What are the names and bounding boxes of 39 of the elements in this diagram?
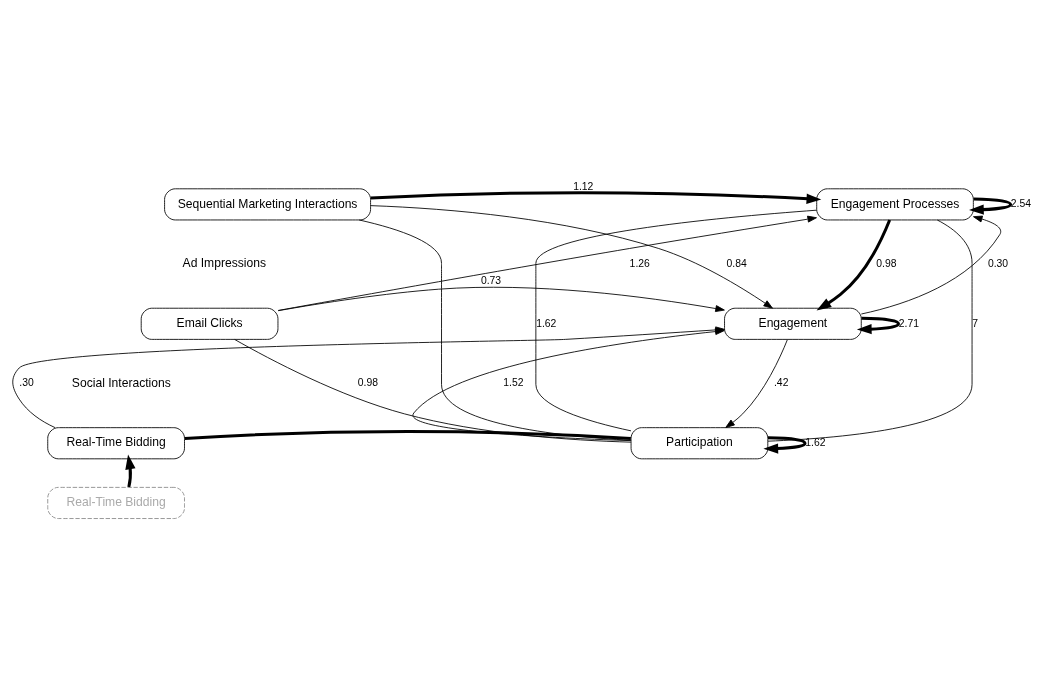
node-box: Engagement (724, 307, 862, 340)
connector (767, 219, 973, 442)
edge-label: 1.62 (805, 436, 826, 448)
connector (535, 209, 818, 432)
connector (234, 339, 632, 443)
arrow (370, 191, 822, 204)
arrow (816, 219, 892, 311)
edge-label: 7 (972, 317, 978, 329)
node-box: Participation (630, 427, 769, 460)
edge-label: 0.30 (987, 257, 1009, 269)
edge-label: 1.26 (629, 257, 650, 269)
edge-label: 2.54 (1010, 198, 1032, 210)
arrow (969, 197, 1013, 215)
edge-label: 0.73 (480, 275, 502, 287)
edge-label: 2.71 (898, 317, 919, 329)
arrow (125, 454, 136, 488)
edge-label: .30 (19, 377, 34, 389)
node-box: Real-Time Bidding (47, 427, 185, 460)
node-box: Email Clicks (140, 307, 279, 340)
edge-label: 1.52 (503, 377, 524, 389)
node-box: Sequential Marketing Interactions (164, 188, 371, 221)
arrow (860, 215, 1002, 315)
edge-label: 1.62 (536, 317, 557, 329)
arrow (763, 436, 807, 454)
connector (184, 430, 631, 440)
edge-label: .42 (774, 377, 789, 389)
arrow (370, 205, 773, 309)
arrow (856, 316, 900, 335)
edge-label: 1.12 (573, 180, 594, 192)
label: Ad Impressions (182, 256, 267, 271)
label: Social Interactions (71, 375, 171, 390)
arrow (725, 339, 788, 428)
node-box: Real-Time Bidding (47, 486, 185, 519)
arrow (277, 215, 817, 311)
edge-label: 0.98 (876, 257, 897, 269)
edge-label: 0.84 (726, 257, 747, 269)
edge-label: 0.98 (357, 377, 379, 389)
node-box: Engagement Processes (816, 188, 974, 221)
arrow (277, 286, 725, 312)
